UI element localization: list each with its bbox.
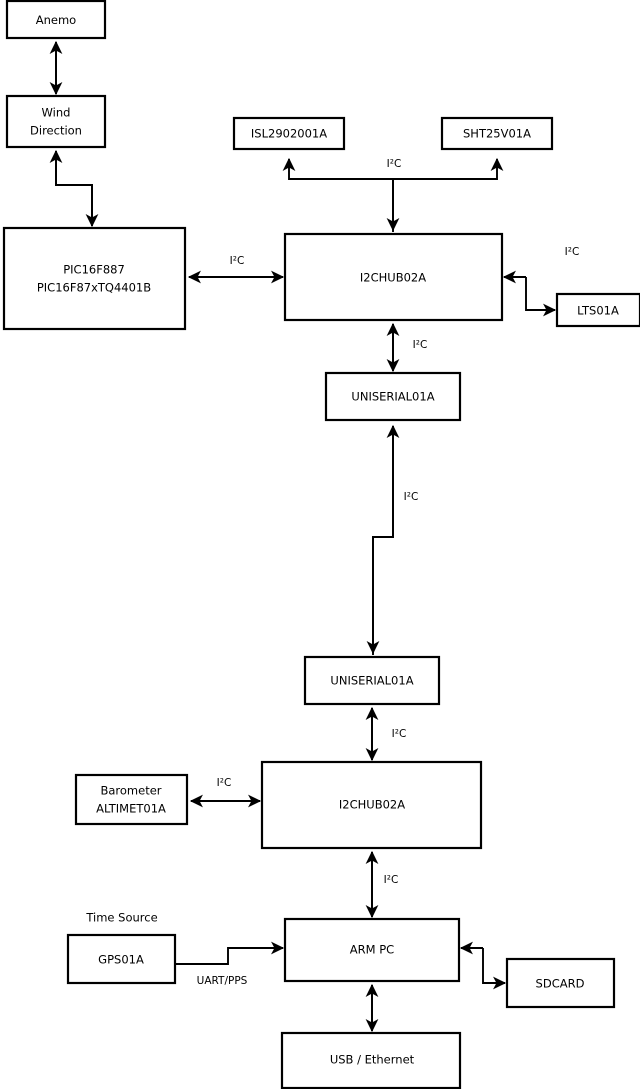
node-uniserial-bottom-box[interactable]	[303, 655, 441, 706]
edge-arrow-up	[49, 149, 93, 226]
node-pic-box[interactable]	[2, 226, 187, 331]
node-sht25v01a[interactable]: SHT25V01A	[440, 116, 554, 151]
node-lts-label: LTS01A	[577, 304, 619, 318]
node-isl-label: ISL2902001A	[251, 127, 327, 141]
node-i2chub02a-bottom[interactable]: I2CHUB02A	[260, 760, 483, 850]
node-barometer-box[interactable]	[74, 773, 189, 826]
edge-arrow-down	[55, 151, 99, 228]
edge-uniserial-link: I²C	[366, 424, 419, 655]
node-uniserial-top-box[interactable]	[324, 371, 462, 422]
node-isl2902001a[interactable]: ISL2902001A	[232, 116, 346, 151]
edge-label-barometer-hub2: I²C	[217, 777, 232, 789]
edge-arrow-isl	[282, 157, 394, 232]
edge-hub-lts: I²C	[502, 246, 580, 317]
node-pic-label-line1: PIC16F887	[63, 263, 125, 277]
node-isl-box[interactable]	[232, 116, 346, 151]
node-sht-box[interactable]	[440, 116, 554, 151]
edge-hub-uniserial: I²C	[386, 322, 428, 373]
node-armpc-label: ARM PC	[350, 943, 394, 957]
edge-armpc-sdcard	[459, 941, 507, 990]
node-wind-direction-box[interactable]	[5, 94, 107, 149]
node-hub-top-box[interactable]	[283, 232, 504, 322]
node-anemo-box[interactable]	[5, 0, 107, 40]
edge-arrow-down	[366, 426, 394, 655]
node-uniserial-top-label: UNISERIAL01A	[351, 390, 434, 404]
edge-label-hub-sensors: I²C	[387, 158, 402, 170]
node-hub-bottom-box[interactable]	[260, 760, 483, 850]
edge-arrow-sht	[393, 157, 504, 180]
edge-hub2-armpc: I²C	[365, 850, 399, 919]
node-uniserial01a-top[interactable]: UNISERIAL01A	[324, 371, 462, 422]
edge-arrow-up	[372, 424, 400, 655]
time-source-label: Time Source	[85, 911, 157, 925]
node-pic-microcontroller[interactable]: PIC16F887 PIC16F87xTQ4401B	[2, 226, 187, 331]
node-barometer-label-line2: ALTIMET01A	[96, 802, 166, 816]
node-hub-top-label: I2CHUB02A	[360, 271, 426, 285]
node-armpc-box[interactable]	[283, 917, 461, 983]
node-wind-direction-label-line2: Direction	[30, 124, 82, 138]
edge-label-hub-lts: I²C	[565, 246, 580, 258]
edge-arrow-right	[176, 941, 285, 965]
node-hub-bottom-label: I2CHUB02A	[339, 798, 405, 812]
edge-barometer-hub2: I²C	[189, 777, 262, 808]
node-lts-box[interactable]	[555, 292, 640, 328]
node-wind-direction-label-line1: Wind	[42, 106, 71, 120]
node-pic-label-line2: PIC16F87xTQ4401B	[37, 281, 151, 295]
node-sht-label: SHT25V01A	[463, 127, 531, 141]
node-barometer-label-line1: Barometer	[100, 784, 161, 798]
edge-uniserial-hub2: I²C	[365, 706, 407, 762]
edge-arrow-right	[482, 948, 507, 990]
node-i2chub02a-top[interactable]: I2CHUB02A	[283, 232, 504, 322]
edge-label-hub-uniserial: I²C	[413, 339, 428, 351]
node-barometer[interactable]: Barometer ALTIMET01A	[74, 773, 189, 826]
node-anemo-label: Anemo	[36, 13, 76, 27]
node-sdcard-label: SDCARD	[536, 977, 585, 991]
node-anemo[interactable]: Anemo	[5, 0, 107, 40]
node-gps-box[interactable]	[66, 933, 177, 985]
node-lts01a[interactable]: LTS01A	[555, 292, 640, 328]
node-usb-label: USB / Ethernet	[330, 1053, 415, 1067]
edge-label-hub2-armpc: I²C	[384, 874, 399, 886]
edge-arrow-right	[525, 277, 557, 317]
node-uniserial01a-bottom[interactable]: UNISERIAL01A	[303, 655, 441, 706]
node-sdcard[interactable]: SDCARD	[505, 957, 616, 1009]
node-wind-direction[interactable]: Wind Direction	[5, 94, 107, 149]
node-usb-box[interactable]	[280, 1031, 462, 1089]
edge-label-uniserial-hub2: I²C	[392, 728, 407, 740]
node-gps-label: GPS01A	[98, 953, 144, 967]
node-usb-ethernet[interactable]: USB / Ethernet	[280, 1031, 462, 1089]
edge-pic-wind	[49, 149, 99, 228]
edge-pic-hub: I²C	[187, 255, 285, 284]
node-arm-pc[interactable]: ARM PC	[283, 917, 461, 983]
edge-label-gps-armpc: UART/PPS	[197, 975, 248, 987]
node-sdcard-box[interactable]	[505, 957, 616, 1009]
edge-label-pic-hub: I²C	[230, 255, 245, 267]
edge-gps-armpc: UART/PPS	[176, 941, 285, 987]
node-uniserial-bottom-label: UNISERIAL01A	[330, 674, 413, 688]
edge-label-uniserial-link: I²C	[404, 491, 419, 503]
edge-hub-sensors: I²C	[282, 157, 504, 232]
node-gps01a[interactable]: GPS01A	[66, 933, 177, 985]
